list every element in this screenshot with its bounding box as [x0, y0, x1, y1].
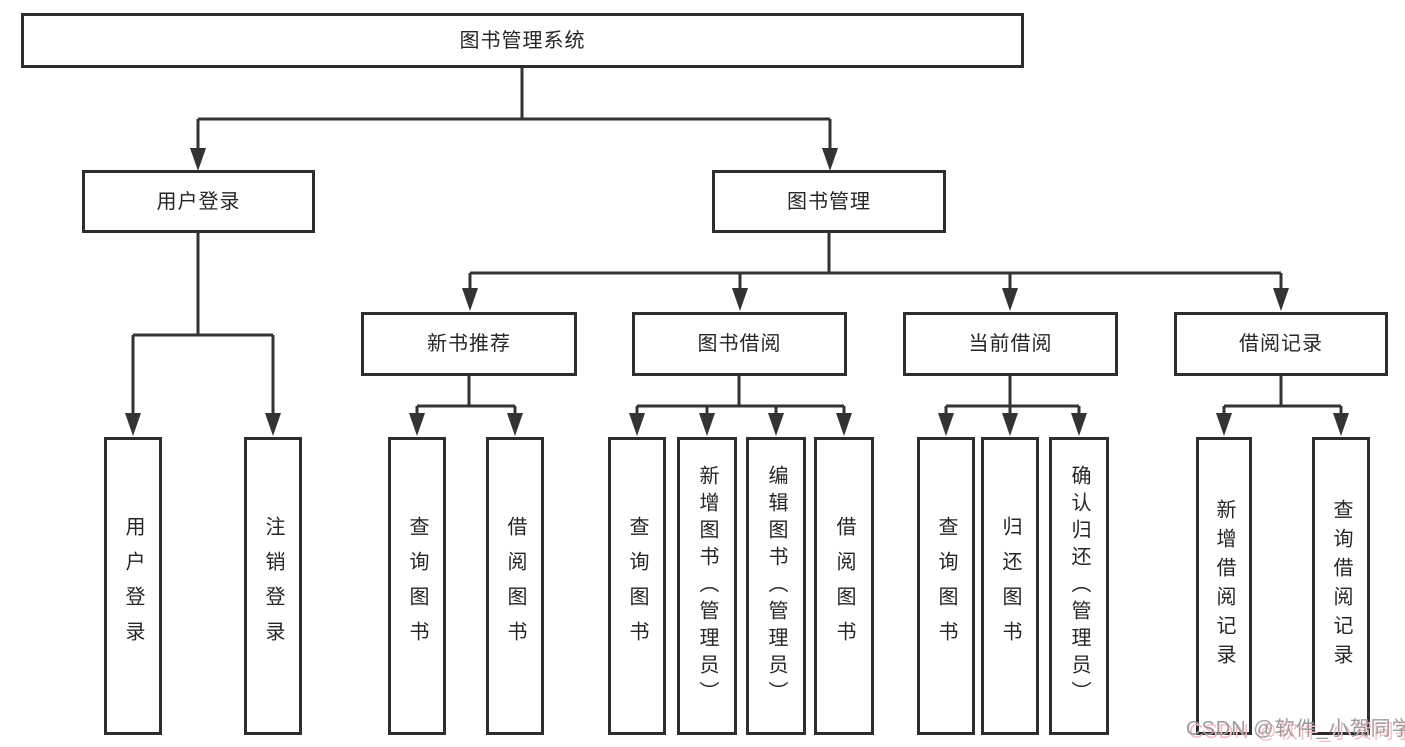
- leaf-add-borrow-record: 新增借阅记录: [1196, 437, 1252, 735]
- node-borrow-records: 借阅记录: [1174, 312, 1388, 376]
- node-root-library-system: 图书管理系统: [21, 13, 1024, 68]
- node-book-borrow: 图书借阅: [632, 312, 847, 376]
- csdn-watermark: CSDN @软件_小贺同学: [1186, 718, 1405, 740]
- leaf-query-borrow-record: 查询借阅记录: [1312, 437, 1370, 735]
- node-user-login: 用户登录: [82, 170, 315, 233]
- leaf-add-book-admin: 新增图书（管理员）: [677, 437, 737, 735]
- leaf-user-login: 用户登录: [104, 437, 162, 735]
- leaf-return-book: 归还图书: [981, 437, 1039, 735]
- leaf-query-books-current: 查询图书: [917, 437, 975, 735]
- node-new-book-recommend: 新书推荐: [361, 312, 577, 376]
- leaf-borrow-books: 借阅图书: [814, 437, 874, 735]
- leaf-query-books-borrow: 查询图书: [608, 437, 666, 735]
- node-book-management: 图书管理: [712, 170, 946, 233]
- node-current-borrow: 当前借阅: [903, 312, 1118, 376]
- leaf-confirm-return-admin: 确认归还（管理员）: [1049, 437, 1109, 735]
- leaf-query-books-recommend: 查询图书: [388, 437, 446, 735]
- leaf-edit-book-admin: 编辑图书（管理员）: [746, 437, 806, 735]
- leaf-logout: 注销登录: [244, 437, 302, 735]
- leaf-borrow-books-recommend: 借阅图书: [486, 437, 544, 735]
